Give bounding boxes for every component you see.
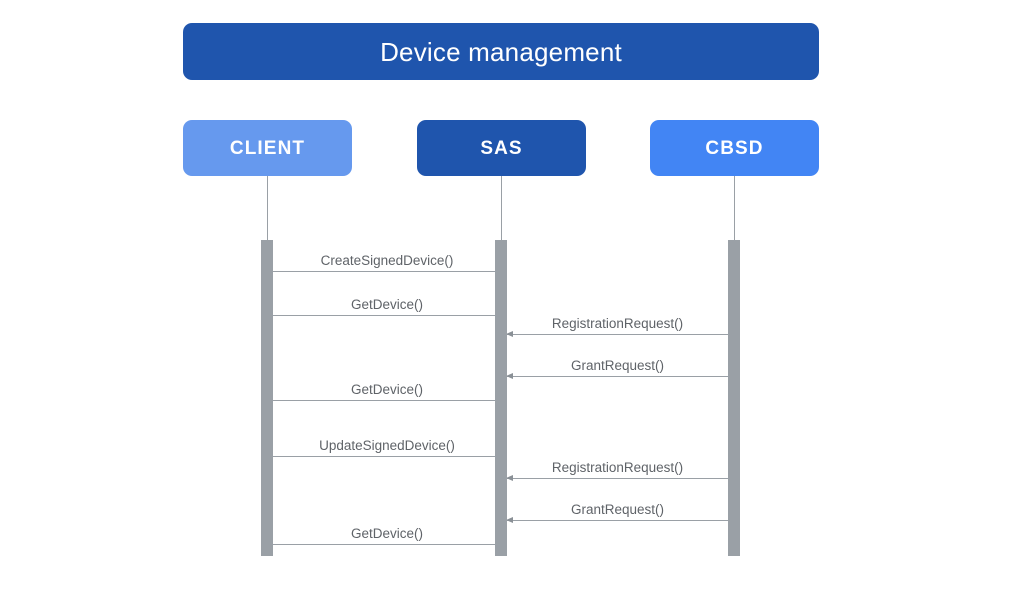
message-client-to-sas: GetDevice() — [273, 382, 502, 403]
message-client-to-sas: GetDevice() — [273, 297, 502, 318]
participant-label-client: CLIENT — [229, 137, 306, 159]
message-label: GetDevice() — [350, 525, 423, 541]
arrow-left-icon — [506, 330, 513, 337]
message-client-to-sas: CreateSignedDevice() — [273, 253, 502, 274]
message-label: RegistrationRequest() — [551, 459, 684, 475]
message-label: GetDevice() — [350, 381, 423, 397]
message-label: RegistrationRequest() — [551, 315, 684, 331]
message-label: CreateSignedDevice() — [320, 252, 454, 268]
message-client-to-sas: GetDevice() — [273, 526, 502, 547]
participant-box-cbsd[interactable]: CBSD — [650, 120, 819, 176]
message-label: GrantRequest() — [570, 357, 665, 373]
arrow-left-icon — [506, 474, 513, 481]
message-cbsd-to-sas: GrantRequest() — [506, 358, 728, 379]
diagram-title: Device management — [380, 36, 622, 67]
arrow-left-icon — [506, 516, 513, 523]
message-cbsd-to-sas: RegistrationRequest() — [506, 460, 728, 481]
lifeline-sas — [501, 176, 502, 240]
participant-label-sas: SAS — [480, 137, 523, 159]
message-cbsd-to-sas: GrantRequest() — [506, 502, 728, 523]
activation-bar-sas — [495, 240, 507, 556]
diagram-title-bar: Device management — [183, 23, 819, 80]
message-label: UpdateSignedDevice() — [319, 437, 455, 453]
arrow-left-icon — [506, 372, 513, 379]
activation-bar-client — [261, 240, 273, 556]
participant-box-client[interactable]: CLIENT — [183, 120, 352, 176]
lifeline-client — [267, 176, 268, 240]
participant-box-sas[interactable]: SAS — [417, 120, 586, 176]
participant-label-cbsd: CBSD — [705, 137, 764, 159]
message-cbsd-to-sas: RegistrationRequest() — [506, 316, 728, 337]
message-label: GetDevice() — [350, 296, 423, 312]
activation-bar-cbsd — [728, 240, 740, 556]
message-client-to-sas: UpdateSignedDevice() — [273, 438, 502, 459]
message-label: GrantRequest() — [570, 501, 665, 517]
lifeline-cbsd — [734, 176, 735, 240]
